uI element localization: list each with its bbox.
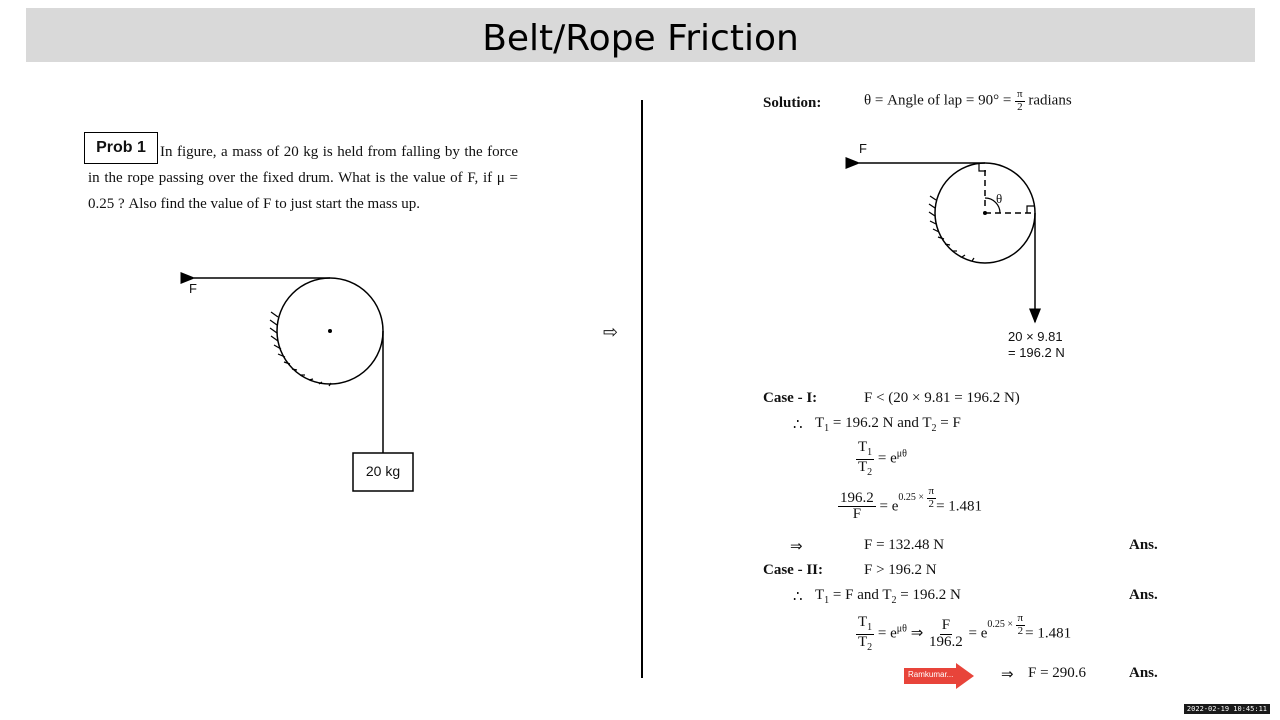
weight-line2: = 196.2 N	[1008, 345, 1065, 360]
problem-text: In figure, a mass of 20 kg is held from …	[88, 139, 518, 217]
right-angle-top	[978, 163, 986, 172]
page-title: Belt/Rope Friction	[482, 18, 799, 59]
case2-final-implies: ⇒	[1001, 667, 1014, 683]
figure-mass-label: 20 kg	[365, 463, 401, 479]
problem-label: Prob 1	[84, 132, 158, 164]
drum-center	[328, 329, 332, 333]
case2-condition: F > 196.2 N	[864, 562, 937, 578]
case2-label: Case - II:	[763, 562, 823, 578]
mass-box	[352, 452, 414, 492]
weight-line1: 20 × 9.81	[1008, 329, 1063, 344]
theta-arc	[984, 197, 1001, 214]
presenter-badge[interactable]	[904, 663, 974, 689]
presenter-badge-label[interactable]: Ramkumar...	[908, 670, 954, 679]
case1-label: Case - I:	[763, 390, 818, 406]
case2-ans1: Ans.	[1129, 587, 1158, 603]
case2-final-answer: F = 290.6	[1028, 665, 1087, 681]
solution-label: Solution:	[763, 95, 822, 111]
case2-tensions: T1 = F and T2 = 196.2 N	[815, 587, 961, 606]
case1-condition: F < (20 × 9.81 = 196.2 N)	[864, 390, 1020, 406]
solution-hatching	[928, 195, 975, 262]
right-angle-right	[1026, 205, 1035, 213]
title-bar: Belt/Rope Friction	[26, 8, 1255, 62]
case1-answer: F = 132.48 N	[864, 537, 945, 553]
timestamp: 2022-02-19 10:45:11	[1183, 704, 1270, 714]
drum-hatching	[269, 311, 332, 387]
mid-arrow: ⇨	[603, 322, 619, 343]
case1-tensions: T1 = 196.2 N and T2 = F	[815, 415, 961, 434]
solution-theta-label: θ	[996, 191, 1003, 206]
case1-ans: Ans.	[1129, 537, 1158, 553]
solution-force-label: F	[859, 141, 867, 156]
problem-figure	[180, 272, 414, 492]
case1-therefore: ∴	[793, 417, 803, 433]
case2-ans2: Ans.	[1129, 665, 1158, 681]
case2-therefore: ∴	[793, 589, 803, 605]
solution-center	[983, 211, 987, 215]
solution-figure	[845, 157, 1041, 324]
problem-text-body: In figure, a mass of 20 kg is held from …	[88, 144, 518, 212]
vertical-divider	[641, 100, 643, 678]
figure-force-label: F	[189, 281, 197, 296]
case1-implies: ⇒	[790, 539, 803, 555]
